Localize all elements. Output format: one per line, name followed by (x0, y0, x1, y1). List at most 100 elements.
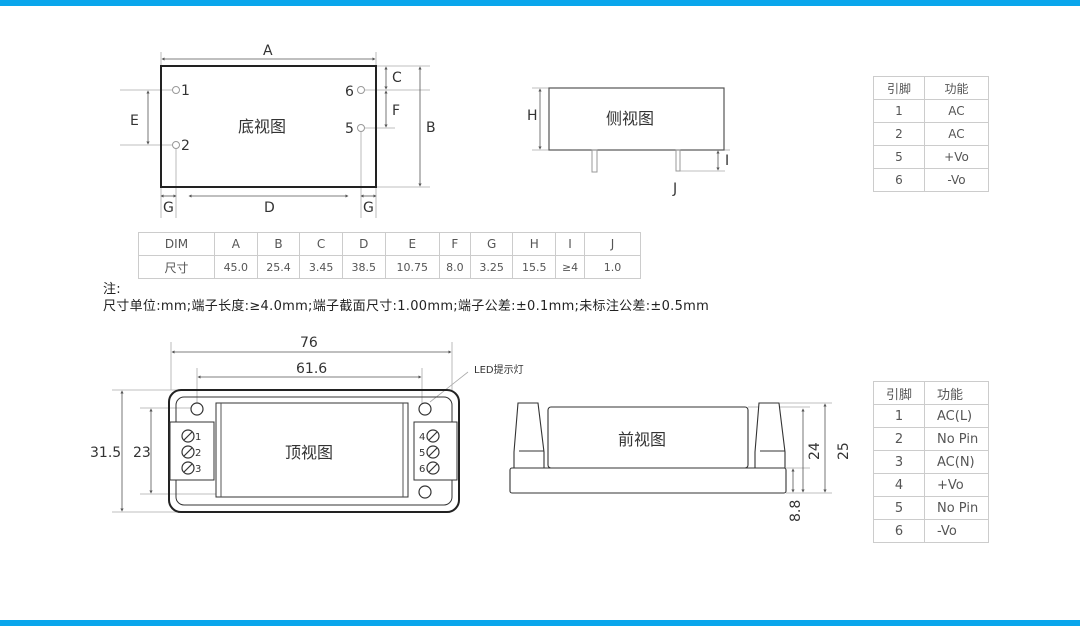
table-cell: 8.0 (438, 255, 471, 279)
table-row: 引脚功能 (873, 76, 989, 100)
dim-label: H (527, 108, 538, 124)
table-cell: DIM (138, 232, 215, 256)
top-view-outline (168, 389, 460, 513)
table-cell: +Vo (924, 145, 989, 169)
bottom-view-title: 底视图 (238, 117, 286, 136)
table-row: 引脚功能 (873, 381, 989, 405)
table-cell: +Vo (924, 473, 989, 497)
table-cell: G (469, 232, 514, 256)
dim-label: 25 (836, 442, 852, 460)
table-cell: A (214, 232, 258, 256)
terminal-label: 2 (195, 448, 201, 459)
dim-label: E (130, 113, 139, 129)
dim-label: B (426, 120, 436, 136)
table-cell: AC (924, 122, 989, 146)
table-cell: 5 (873, 496, 925, 520)
table-cell: J (584, 232, 641, 256)
table-row: 4+Vo (873, 473, 989, 497)
table-row: 6-Vo (873, 168, 989, 192)
table-cell: 1 (873, 404, 925, 428)
top-accent-bar (0, 0, 1080, 6)
table-cell: 尺寸 (138, 255, 215, 279)
dim-label: C (392, 70, 402, 86)
table-cell: 2 (873, 122, 925, 146)
table-cell: ≥4 (555, 255, 585, 279)
dim-label: F (392, 103, 400, 119)
bottom-accent-bar (0, 620, 1080, 626)
table-cell: 6 (873, 519, 925, 543)
pin-label: 6 (345, 84, 354, 100)
pin-label: 2 (181, 138, 190, 154)
table-cell: 10.75 (384, 255, 440, 279)
dim-label: D (264, 200, 275, 216)
table-cell: No Pin (924, 496, 989, 520)
table-cell: 引脚 (873, 76, 925, 100)
terminal-label: 4 (419, 432, 425, 443)
table-cell: 45.0 (214, 255, 258, 279)
terminal-label: 6 (419, 464, 425, 475)
dim-label: A (263, 43, 273, 59)
table-cell: AC(L) (924, 404, 989, 428)
table-cell: -Vo (924, 519, 989, 543)
table-cell: 1 (873, 99, 925, 123)
table-cell: -Vo (924, 168, 989, 192)
dim-label: 8.8 (788, 500, 804, 522)
table-cell: 3.45 (299, 255, 343, 279)
table-cell: 功能 (924, 76, 989, 100)
dim-label: 61.6 (296, 361, 327, 377)
table-cell: 4 (873, 473, 925, 497)
table-cell: AC (924, 99, 989, 123)
dim-label: 76 (300, 335, 318, 351)
dim-label: G (163, 200, 174, 216)
table-cell: 2 (873, 427, 925, 451)
table-cell: H (512, 232, 557, 256)
table-cell: 3 (873, 450, 925, 474)
table-cell: 15.5 (512, 255, 557, 279)
terminal-label: 5 (419, 448, 425, 459)
dim-label: I (725, 153, 729, 169)
table-cell: No Pin (924, 427, 989, 451)
table-cell: 6 (873, 168, 925, 192)
table-cell: F (438, 232, 471, 256)
table-cell: 功能 (924, 381, 989, 405)
dim-label: J (672, 181, 677, 197)
table-cell: B (256, 232, 301, 256)
table-cell: 5 (873, 145, 925, 169)
dim-label: 31.5 (90, 445, 121, 461)
table-cell: 引脚 (873, 381, 925, 405)
side-view-outline (548, 87, 725, 151)
table-cell: E (384, 232, 440, 256)
terminal-label: 1 (195, 432, 201, 443)
pin-label: 1 (181, 83, 190, 99)
table-cell: I (555, 232, 585, 256)
front-view-outline (509, 402, 787, 494)
bottom-view-outline (160, 65, 377, 188)
pin-label: 5 (345, 121, 354, 137)
notes-label: 注: (103, 282, 121, 297)
table-row: 5+Vo (873, 145, 989, 169)
table-cell: 25.4 (256, 255, 301, 279)
side-view-title: 侧视图 (606, 109, 654, 128)
top-view-title: 顶视图 (285, 443, 333, 462)
dim-label: 23 (133, 445, 151, 461)
table-cell: C (299, 232, 343, 256)
table-row: 6-Vo (873, 519, 989, 543)
notes-text: 尺寸单位:mm;端子长度:≥4.0mm;端子截面尺寸:1.00mm;端子公差:±… (103, 299, 710, 314)
front-view-title: 前视图 (618, 430, 666, 449)
table-cell: 3.25 (469, 255, 514, 279)
dim-label: G (363, 200, 374, 216)
table-cell: 38.5 (341, 255, 386, 279)
terminal-label: 3 (195, 464, 201, 475)
